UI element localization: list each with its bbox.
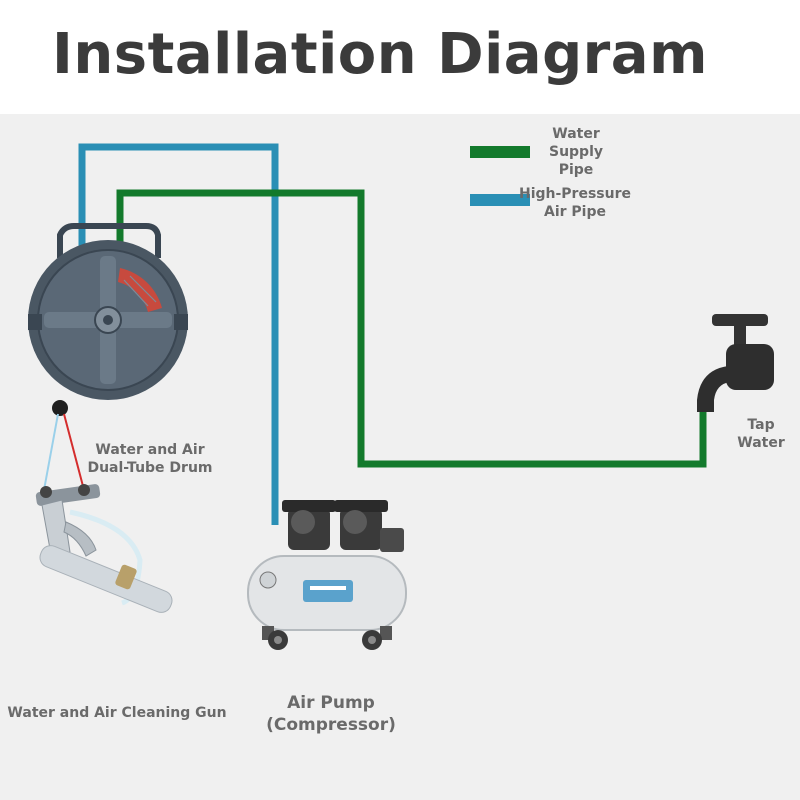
air-pipe	[78, 143, 279, 525]
drum-label: Water and Air Dual-Tube Drum	[87, 442, 213, 476]
legend-water-swatch	[470, 146, 530, 158]
pump-label: Air Pump (Compressor)	[266, 693, 396, 735]
legend-water-label: Water Supply Pipe	[548, 126, 604, 178]
water-pipe	[116, 189, 707, 468]
legend-air-swatch	[470, 194, 530, 206]
spray-gun	[35, 484, 173, 613]
water-tap	[697, 314, 774, 412]
hose-drum	[28, 223, 188, 491]
page-title: Installation Diagram	[52, 22, 708, 87]
legend-air-label: High-Pressure Air Pipe	[518, 186, 631, 220]
air-compressor	[247, 500, 407, 650]
title-bar: Installation Diagram	[0, 0, 800, 114]
tap-label: Tap Water	[737, 417, 785, 451]
gun-label: Water and Air Cleaning Gun	[7, 705, 227, 721]
